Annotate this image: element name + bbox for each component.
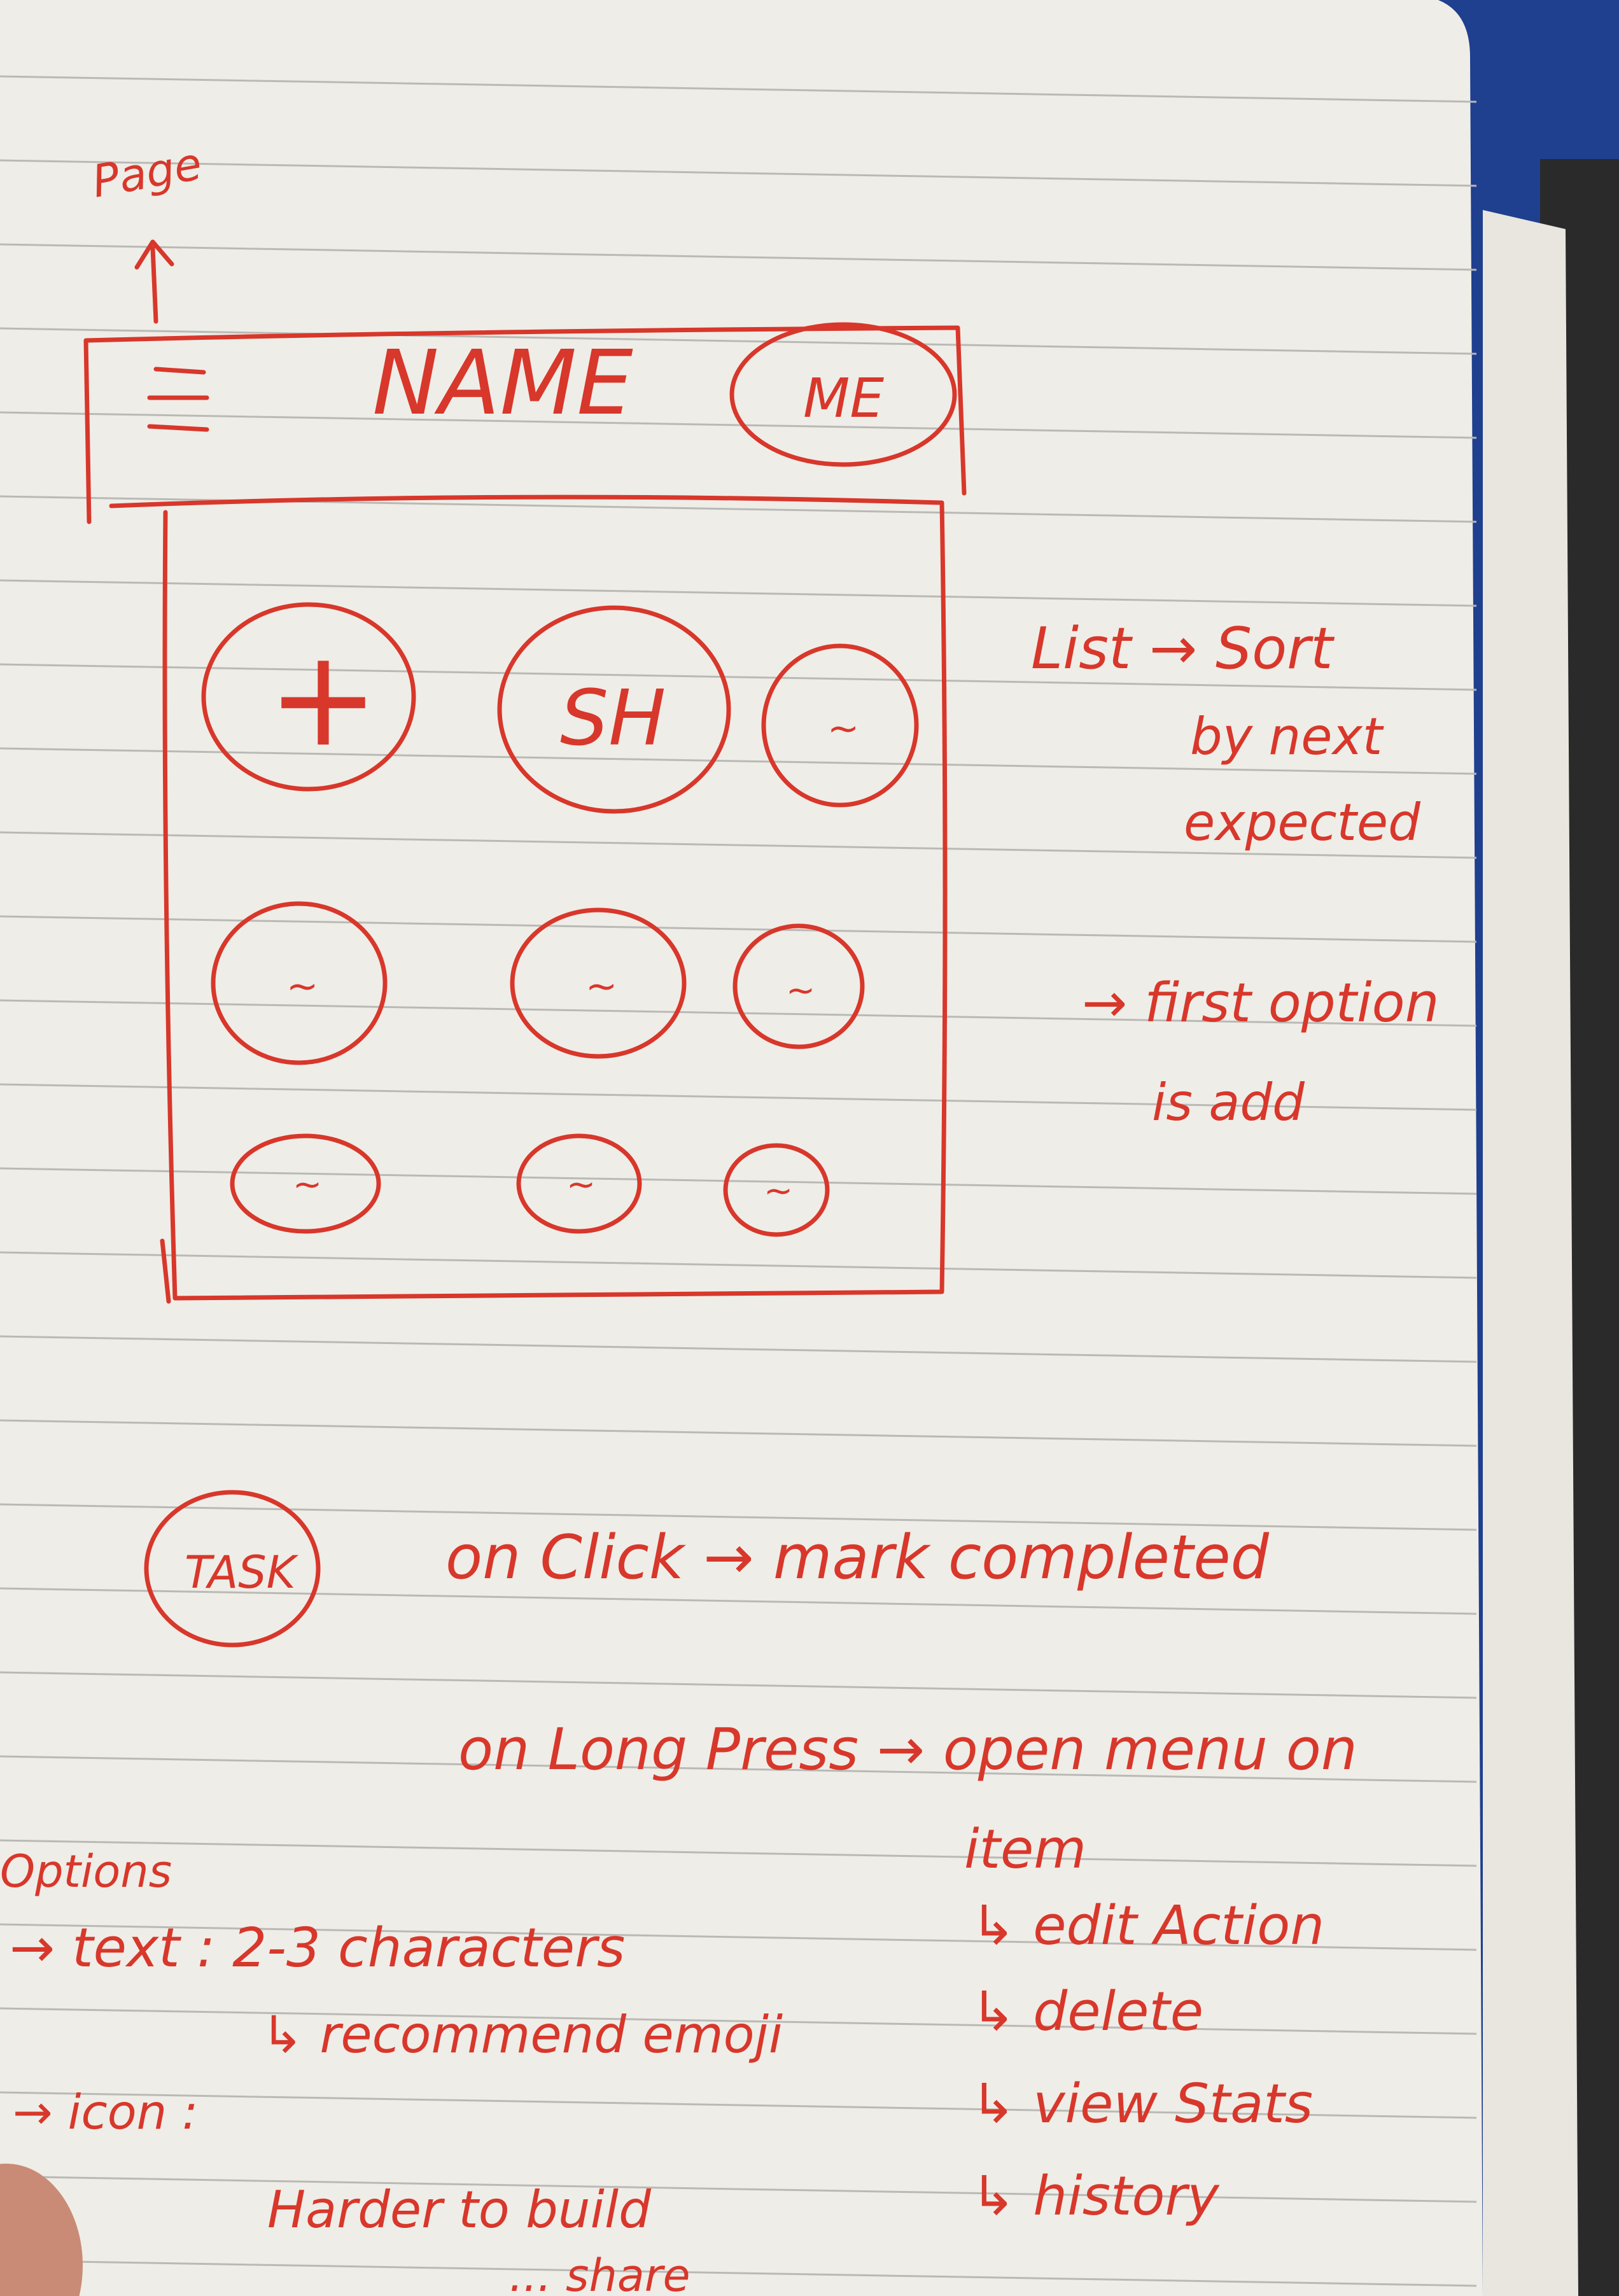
- ruled-line: [0, 243, 1477, 271]
- svg-text:is add: is add: [1152, 1073, 1305, 1132]
- grid-item[interactable]: ~: [761, 643, 919, 808]
- ruled-line: [0, 1671, 1477, 1699]
- ruled-line: [0, 1839, 1477, 1867]
- ruled-line: [0, 831, 1477, 859]
- grid-frame: [109, 494, 948, 1304]
- option-text: → text : 2-3 characters: [10, 1917, 625, 1980]
- ruled-line: [0, 999, 1477, 1027]
- menu-edit-action: ↳ edit Action: [971, 1894, 1324, 1957]
- option-icon: → icon :: [13, 2084, 198, 2140]
- ruled-line: [0, 1419, 1477, 1447]
- grid-item[interactable]: ~: [230, 1133, 381, 1234]
- svg-text:~: ~: [764, 1170, 793, 1211]
- task-example: TASK: [144, 1490, 321, 1648]
- svg-text:~: ~: [566, 1164, 596, 1205]
- header-title: NAME: [372, 332, 633, 435]
- ruled-line: [0, 1335, 1477, 1363]
- page-arrow: [134, 239, 174, 324]
- svg-text:~: ~: [786, 970, 815, 1011]
- grid-item[interactable]: ~: [723, 1143, 830, 1237]
- menu-delete: ↳ delete: [971, 1980, 1203, 2043]
- svg-text:TASK: TASK: [185, 1546, 299, 1599]
- ruled-line: [0, 2175, 1477, 2203]
- context-menu-list: ↳ edit Action ↳ delete ↳ view Stats ↳ hi…: [971, 1894, 1324, 2228]
- menu-view-stats: ↳ view Stats: [971, 2073, 1313, 2136]
- long-press-note: on Long Press → open menu on: [458, 1716, 1357, 1783]
- ruled-line: [0, 2091, 1477, 2119]
- grid-item[interactable]: ~: [516, 1133, 642, 1234]
- svg-text:SH: SH: [560, 675, 666, 763]
- ruled-line: [0, 2007, 1477, 2035]
- ruled-line: [0, 2259, 1477, 2287]
- header-frame: [83, 325, 967, 524]
- svg-text:~: ~: [286, 964, 318, 1009]
- profile-avatar: [729, 322, 957, 467]
- ruled-line: [0, 663, 1477, 691]
- options-title: Options: [0, 1845, 172, 1898]
- ruled-line: [0, 159, 1477, 187]
- option-text-sub: ↳ recommend emoji: [261, 2005, 783, 2064]
- menu-icon: [147, 367, 209, 432]
- ruled-lines: [0, 75, 1477, 2287]
- grid-item[interactable]: ~: [211, 901, 388, 1065]
- long-press-note-item: item: [964, 1818, 1086, 1881]
- svg-text:List → Sort: List → Sort: [1031, 615, 1335, 682]
- sort-note: List → Sort by next expected: [1031, 615, 1421, 852]
- svg-text:~: ~: [827, 706, 859, 751]
- svg-text:→ first option: → first option: [1082, 972, 1440, 1035]
- ruled-line: [0, 1167, 1477, 1195]
- ruled-line: [0, 1251, 1477, 1279]
- wireframe-sketch: Page NAME ME + SH ~ ~ ~: [0, 137, 1440, 2296]
- svg-text:by next: by next: [1190, 707, 1384, 766]
- ruled-line: [0, 1755, 1477, 1783]
- grid-item[interactable]: ~: [732, 923, 865, 1049]
- ruled-line: [0, 1503, 1477, 1531]
- svg-text:~: ~: [293, 1164, 322, 1205]
- option-icon-sub: Harder to build: [267, 2180, 652, 2239]
- ruled-line: [0, 411, 1477, 439]
- grid-item[interactable]: SH: [497, 605, 731, 814]
- ruled-line: [0, 327, 1477, 355]
- ruled-line: [0, 1923, 1477, 1951]
- svg-text:~: ~: [585, 964, 617, 1009]
- thumb: [0, 2164, 83, 2296]
- ruled-line: [0, 75, 1477, 103]
- menu-history: ↳ history: [971, 2165, 1220, 2228]
- profile-label: ME: [803, 367, 884, 430]
- ruled-line: [0, 1083, 1477, 1111]
- page-stack: [1483, 210, 1578, 2296]
- first-option-note: → first option is add: [1082, 972, 1440, 1132]
- grid-item[interactable]: ~: [510, 907, 687, 1059]
- on-click-note: on Click → mark completed: [445, 1523, 1270, 1593]
- ruled-line: [0, 747, 1477, 775]
- options-note: Options → text : 2-3 characters ↳ recomm…: [0, 1845, 783, 2296]
- grid-add-button[interactable]: +: [201, 602, 416, 792]
- ruled-line: [0, 579, 1477, 607]
- svg-text:+: +: [267, 620, 379, 776]
- option-icon-sub2: ... share: [509, 2250, 690, 2296]
- svg-text:expected: expected: [1184, 793, 1421, 852]
- ruled-line: [0, 1587, 1477, 1615]
- notebook-page: [0, 0, 1483, 2296]
